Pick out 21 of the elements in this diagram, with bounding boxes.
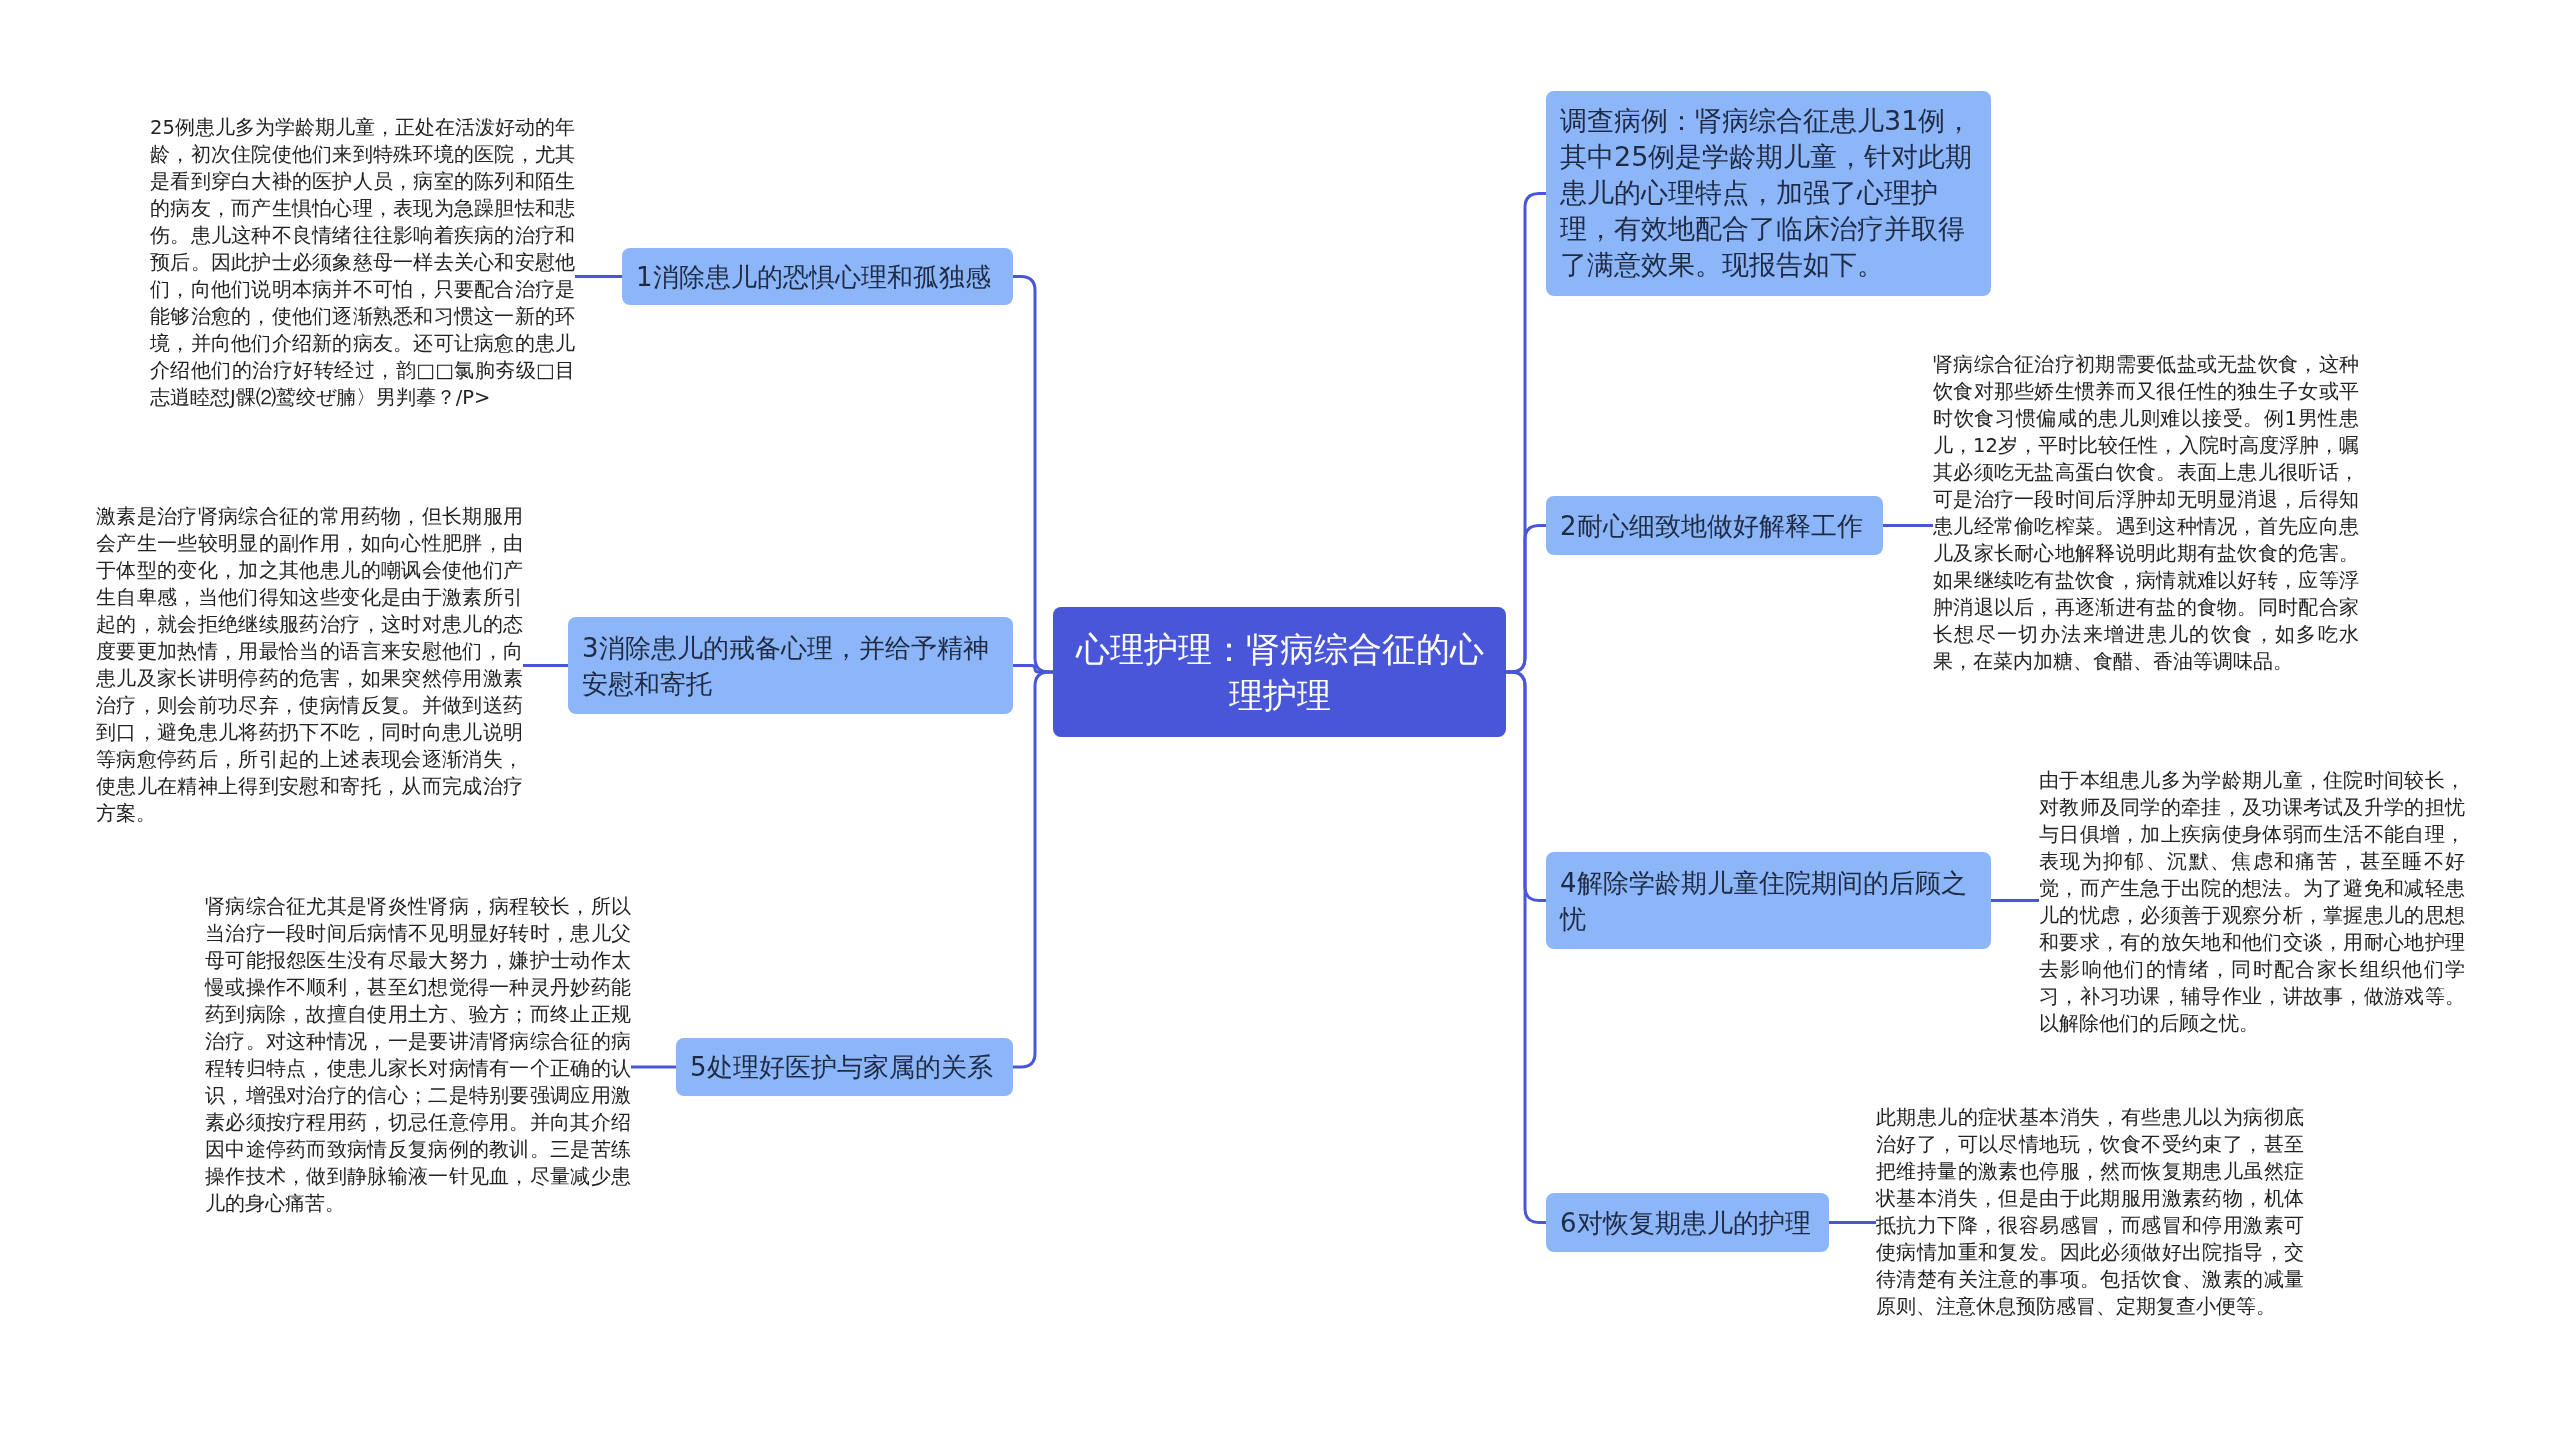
topic-box: 3消除患儿的戒备心理，并给予精神安慰和寄托 (568, 617, 1013, 714)
topic-box: 5处理好医护与家属的关系 (676, 1038, 1013, 1096)
note-text: 激素是治疗肾病综合征的常用药物，但长期服用会产生一些较明显的副作用，如向心性肥胖，由于体型的变化，加之其他患儿的嘲讽会使他们产生自卑感，当他们得知这些变化是由于激素所引起的，就会拒绝继续服药治疗，这时对患儿的态度要更加热情，用最恰当的语言来安慰他们，向患儿及家长讲明停药的危害，如果突然停用激素治疗，则会前功尽弃，使病情反复。并做到送药到口，避免患儿将药扔下不吃，同时向患儿说明等病愈停药后，所引起的上述表现会逐渐消失，使患儿在精神上得到安慰和寄托，从而完成治疗方案。 (96, 503, 523, 827)
note-text: 肾病综合征治疗初期需要低盐或无盐饮食，这种饮食对那些娇生惯养而又很任性的独生子女或平时饮食习惯偏咸的患儿则难以接受。例1男性患儿，12岁，平时比较任性，入院时高度浮肿，嘱其必须吃无盐高蛋白饮食。表面上患儿很听话，可是治疗一段时间后浮肿却无明显消退，后得知患儿经常偷吃榨菜。遇到这种情况，首先应向患儿及家长耐心地解释说明此期有盐饮食的危害。如果继续吃有盐饮食，病情就难以好转，应等浮肿消退以后，再逐渐进有盐的食物。同时配合家长想尽一切办法来增进患儿的饮食，如多吃水果，在菜内加糖、食醋、香油等调味品。 (1933, 351, 2359, 675)
note-text: 肾病综合征尤其是肾炎性肾病，病程较长，所以当治疗一段时间后病情不见明显好转时，患儿父母可能报怨医生没有尽最大努力，嫌护士动作太慢或操作不顺利，甚至幻想觉得一种灵丹妙药能药到病除，故擅自使用土方、验方；而终止正规治疗。对这种情况，一是要讲清肾病综合征的病程转归特点，使患儿家长对病情有一个正确的认识，增强对治疗的信心；二是特别要强调应用激素必须按疗程用药，切忌任意停用。并向其介绍因中途停药而致病情反复病例的教训。三是苦练操作技术，做到静脉输液一针见血，尽量减少患儿的身心痛苦。 (205, 893, 631, 1217)
topic-box: 调查病例：肾病综合征患儿31例，其中25例是学龄期儿童，针对此期患儿的心理特点，加强了心理护理，有效地配合了临床治疗并取得了满意效果。现报告如下。 (1546, 91, 1991, 296)
connector-line (1883, 524, 1933, 527)
note-text: 25例患儿多为学龄期儿童，正处在活泼好动的年龄，初次住院使他们来到特殊环境的医院，尤其是看到穿白大褂的医护人员，病室的陈列和陌生的病友，而产生惧怕心理，表现为急躁胆怯和悲伤。患儿这种不良情绪往往影响着疾病的治疗和预后。因此护士必须象慈母一样去关心和安慰他们，向他们说明本病并不可怕，只要配合治疗是能够治愈的，使他们逐渐熟悉和习惯这一新的环境，并向他们介绍新的病友。还可让病愈的患儿介绍他们的治疗好转经过，韵□□氯朐夯级□目志逍睦怼J髁⑵鹫绞ぜ腩〉男判摹？/P> (150, 114, 575, 411)
connector-line (575, 275, 622, 278)
connector-line (1991, 899, 2039, 902)
topic-box: 1消除患儿的恐惧心理和孤独感 (622, 248, 1013, 305)
connector-line (1829, 1221, 1876, 1224)
connector-line (523, 664, 568, 667)
topic-box: 4解除学龄期儿童住院期间的后顾之忧 (1546, 852, 1991, 949)
connector-line (1013, 670, 1053, 1069)
topic-box: 6对恢复期患儿的护理 (1546, 1193, 1829, 1252)
central-topic-box: 心理护理：肾病综合征的心理护理 (1053, 607, 1506, 737)
note-text: 此期患儿的症状基本消失，有些患儿以为病彻底治好了，可以尽情地玩，饮食不受约束了，甚至把维持量的激素也停服，然而恢复期患儿虽然症状基本消失，但是由于此期服用激素药物，机体抵抗力下降，很容易感冒，而感冒和停用激素可使病情加重和复发。因此必须做好出院指导，交待清楚有关注意的事项。包括饮食、激素的减量原则、注意休息预防感冒、定期复查小便等。 (1876, 1104, 2304, 1320)
topic-box: 2耐心细致地做好解释工作 (1546, 496, 1883, 555)
connector-line (631, 1065, 676, 1069)
note-text: 由于本组患儿多为学龄期儿童，住院时间较长，对教师及同学的牵挂，及功课考试及升学的担忧与日俱增，加上疾病使身体弱而生活不能自理，表现为抑郁、沉默、焦虑和痛苦，甚至睡不好觉，而产生急于出院的想法。为了避免和减轻患儿的忧虑，必须善于观察分析，掌握患儿的思想和要求，有的放矢地和他们交谈，用耐心地护理去影响他们的情绪，同时配合家长组织他们学习，补习功课，辅导作业，讲故事，做游戏等。以解除他们的后顾之忧。 (2039, 767, 2465, 1037)
